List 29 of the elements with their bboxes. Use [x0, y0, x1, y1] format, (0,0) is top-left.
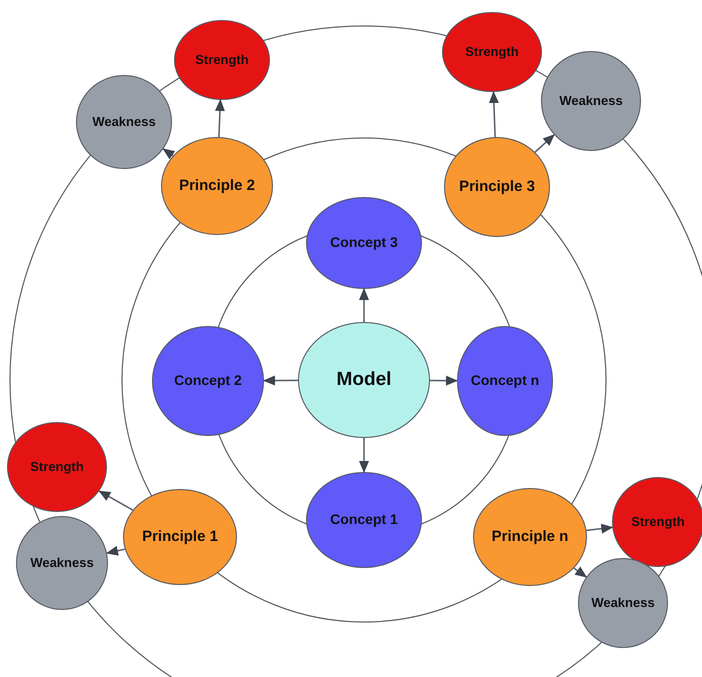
arrow	[359, 438, 369, 473]
arrow	[162, 148, 176, 160]
arrow	[106, 546, 126, 556]
node-label: Principle 1	[142, 528, 218, 546]
node-label: Weakness	[30, 556, 94, 570]
arrow	[98, 490, 134, 511]
arrow	[574, 566, 588, 578]
node-label: Weakness	[591, 596, 655, 610]
arrow	[214, 99, 225, 138]
node-label: Strength	[195, 52, 249, 68]
node-label: Strength	[30, 460, 84, 474]
node-label: Concept n	[470, 373, 540, 389]
arrow	[359, 288, 369, 322]
node-label: Principle n	[492, 528, 568, 546]
node-label: Concept 3	[330, 235, 398, 251]
arrow	[430, 376, 458, 386]
node-label: Strength	[631, 514, 685, 530]
node-label: Principle 2	[179, 178, 255, 194]
node-label: Principle 3	[459, 178, 535, 196]
arrow	[534, 134, 555, 153]
arrow	[263, 376, 298, 386]
arrow	[488, 91, 499, 138]
node-label: Strength	[465, 44, 519, 60]
arrow	[586, 524, 614, 534]
node-label: Weakness	[92, 114, 156, 130]
node-label: Concept 2	[174, 373, 242, 389]
node-label: Weakness	[559, 94, 623, 108]
node-label: Model	[336, 370, 392, 390]
node-label: Concept 1	[330, 512, 398, 528]
